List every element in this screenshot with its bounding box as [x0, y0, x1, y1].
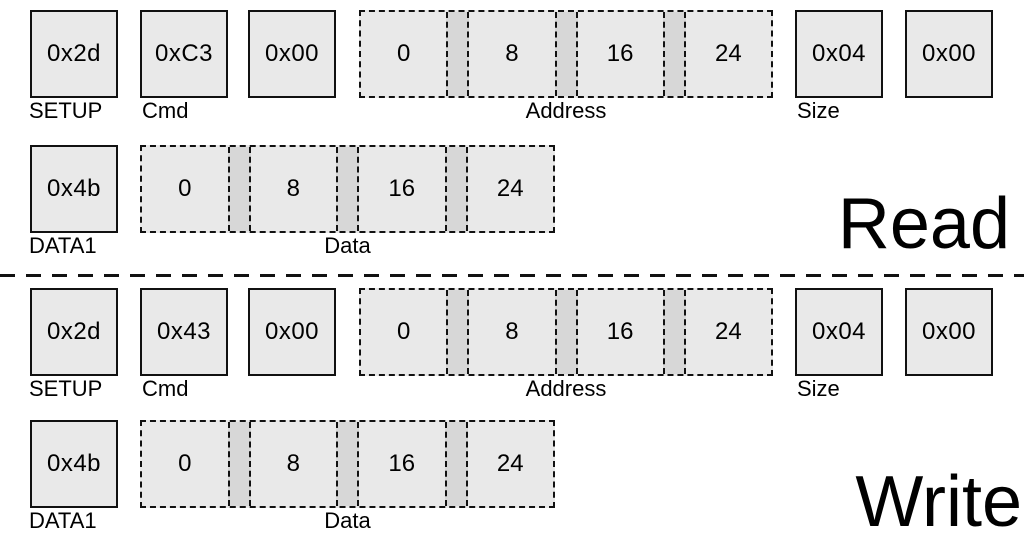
cmd-label: Cmd	[142, 98, 189, 123]
address-field: 0 8 16 24	[359, 288, 773, 376]
byte-separator	[554, 12, 578, 96]
setup-byte-value: 0x2d	[46, 318, 102, 345]
data-label: Data	[324, 233, 371, 258]
cmd-byte-value: 0x43	[156, 318, 212, 345]
address-label: Address	[525, 376, 607, 401]
data1-label: DATA1	[29, 233, 97, 258]
pad-byte-value: 0x00	[264, 318, 320, 345]
byte-separator	[227, 422, 251, 506]
section-divider	[0, 274, 1024, 277]
data1-byte-box: 0x4b	[30, 145, 118, 233]
data1-byte-value: 0x4b	[46, 450, 102, 477]
byte-separator	[446, 12, 470, 96]
pad-byte-box: 0x00	[248, 288, 336, 376]
setup-label: SETUP	[29, 376, 103, 401]
data-byte-offset: 16	[388, 450, 416, 477]
data-field: 0 8 16 24	[140, 420, 555, 508]
cmd-byte-box: 0x43	[140, 288, 228, 376]
data-byte-offset: 0	[178, 450, 192, 477]
pad-byte-box: 0x00	[905, 288, 993, 376]
address-byte-offset: 16	[606, 40, 634, 67]
setup-byte-value: 0x2d	[46, 40, 102, 67]
setup-byte-box: 0x2d	[30, 10, 118, 98]
address-byte-offset: 24	[715, 318, 742, 345]
data-label: Data	[324, 508, 371, 533]
byte-separator	[554, 290, 578, 374]
byte-separator	[227, 147, 251, 231]
data-byte-offset: 24	[496, 175, 524, 202]
size-byte-value: 0x04	[811, 318, 867, 345]
setup-label: SETUP	[29, 98, 103, 123]
size-byte-box: 0x04	[795, 10, 883, 98]
byte-separator	[662, 12, 686, 96]
size-label: Size	[797, 98, 840, 123]
address-byte-offset: 0	[396, 40, 411, 67]
size-label: Size	[797, 376, 840, 401]
address-field: 0 8 16 24	[359, 10, 773, 98]
pad-byte-value: 0x00	[264, 40, 320, 67]
data-byte-offset: 8	[286, 450, 300, 477]
byte-separator	[336, 422, 359, 506]
address-byte-offset: 24	[715, 40, 742, 67]
byte-separator	[662, 290, 686, 374]
cmd-byte-box: 0xC3	[140, 10, 228, 98]
pad-byte-value: 0x00	[921, 40, 977, 67]
pad-byte-value: 0x00	[921, 318, 977, 345]
address-byte-offset: 8	[505, 40, 519, 67]
size-byte-box: 0x04	[795, 288, 883, 376]
byte-separator	[336, 147, 359, 231]
setup-byte-box: 0x2d	[30, 288, 118, 376]
pad-byte-box: 0x00	[248, 10, 336, 98]
data-byte-offset: 16	[388, 175, 416, 202]
data-field: 0 8 16 24	[140, 145, 555, 233]
read-section-title: Read	[837, 184, 1010, 264]
data-byte-offset: 24	[496, 450, 524, 477]
data-byte-offset: 8	[286, 175, 300, 202]
byte-separator	[446, 290, 470, 374]
data1-byte-box: 0x4b	[30, 420, 118, 508]
address-byte-offset: 16	[606, 318, 634, 345]
address-byte-offset: 0	[396, 318, 411, 345]
data1-byte-value: 0x4b	[46, 175, 102, 202]
address-label: Address	[525, 98, 607, 123]
write-section-title: Write	[855, 462, 1022, 542]
pad-byte-box: 0x00	[905, 10, 993, 98]
byte-separator	[444, 422, 468, 506]
byte-separator	[444, 147, 468, 231]
data1-label: DATA1	[29, 508, 97, 533]
size-byte-value: 0x04	[811, 40, 867, 67]
address-byte-offset: 8	[505, 318, 519, 345]
data-byte-offset: 0	[178, 175, 192, 202]
cmd-byte-value: 0xC3	[154, 40, 214, 67]
cmd-label: Cmd	[142, 376, 189, 401]
